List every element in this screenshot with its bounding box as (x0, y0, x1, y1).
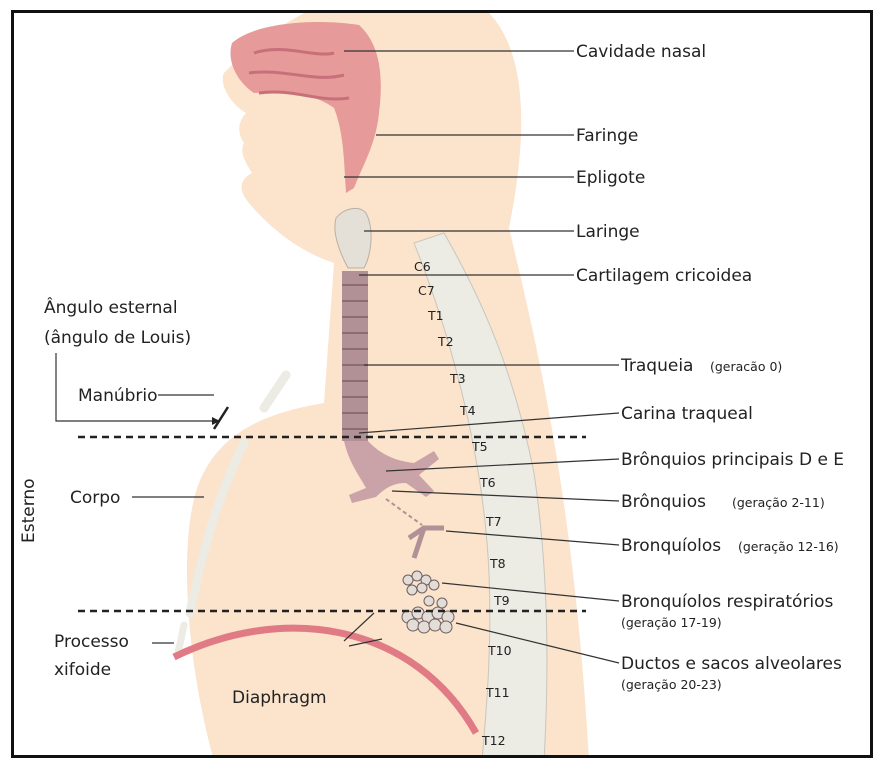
label-resp-ger: (geração 17-19) (621, 615, 722, 630)
label-diaphragm: Diaphragm (232, 688, 327, 708)
respiratory-diagram: C6 C7 T1 T2 T3 T4 T5 T6 T7 T8 T9 T10 T11… (14, 13, 873, 758)
label-ductos-ger: (geração 20-23) (621, 677, 722, 692)
vertebra-t5: T5 (471, 439, 488, 454)
label-cartilagem: Cartilagem cricoidea (576, 266, 752, 286)
vertebra-t6: T6 (479, 475, 496, 490)
label-traqueia-ger: (geracão 0) (710, 359, 782, 374)
manubrium-bone (264, 375, 286, 408)
vertebra-t8: T8 (489, 556, 506, 571)
label-bronquiolos-ger: (geração 12-16) (738, 539, 839, 554)
vertebra-t10: T10 (487, 643, 512, 658)
vertebra-t1: T1 (427, 308, 444, 323)
label-cavidade-nasal: Cavidade nasal (576, 42, 706, 62)
label-bronquios: Brônquios (621, 492, 706, 512)
label-carina: Carina traqueal (621, 404, 753, 424)
label-corpo: Corpo (70, 488, 120, 508)
vertebra-t7: T7 (485, 514, 502, 529)
vertebra-t12: T12 (481, 733, 506, 748)
vertebra-t9: T9 (493, 593, 510, 608)
vertebra-c6: C6 (414, 259, 431, 274)
vertebra-t3: T3 (449, 371, 466, 386)
label-traqueia: Traqueia (620, 356, 693, 376)
label-ductos: Ductos e sacos alveolares (621, 654, 842, 674)
sternal-angle-marker (214, 407, 228, 429)
diagram-frame: C6 C7 T1 T2 T3 T4 T5 T6 T7 T8 T9 T10 T11… (11, 10, 873, 758)
label-manubrio: Manúbrio (78, 386, 158, 406)
vertebra-c7: C7 (418, 283, 435, 298)
label-resp: Bronquíolos respiratórios (621, 592, 834, 612)
label-bronquios-principais: Brônquios principais D e E (621, 450, 844, 470)
vertebra-t11: T11 (485, 685, 510, 700)
label-angulo-louis: (ângulo de Louis) (44, 328, 191, 348)
label-bronquiolos: Bronquíolos (621, 536, 721, 556)
vertebra-t2: T2 (437, 334, 454, 349)
xiphoid-bone (178, 625, 184, 653)
label-esterno: Esterno (19, 478, 39, 543)
label-epiglote: Epligote (576, 168, 645, 188)
label-faringe: Faringe (576, 126, 638, 146)
label-laringe: Laringe (576, 222, 640, 242)
trachea (342, 271, 368, 441)
label-bronquios-ger: (geração 2-11) (732, 495, 825, 510)
vertebra-t4: T4 (459, 403, 476, 418)
label-xifoide: xifoide (54, 660, 111, 680)
label-processo: Processo (54, 632, 129, 652)
label-angulo-esternal: Ângulo esternal (44, 296, 178, 318)
